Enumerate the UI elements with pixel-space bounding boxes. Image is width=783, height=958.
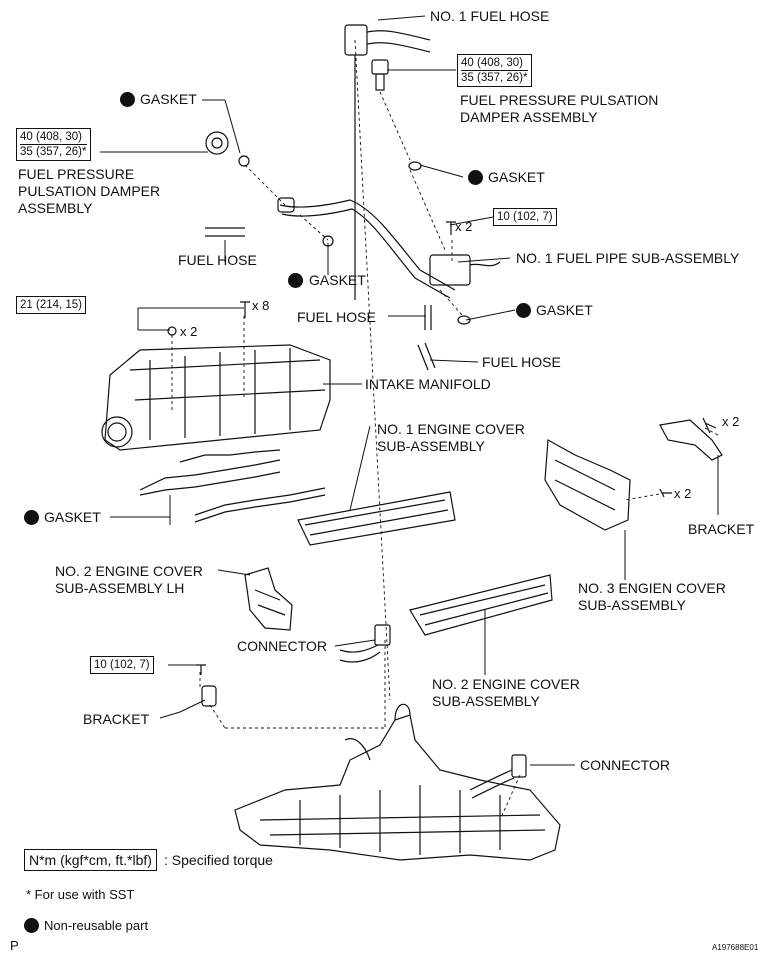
no2-engine-cover-shape [409,574,553,636]
damper-top-shape [371,59,389,91]
gaskets [322,161,471,325]
label-gasket-1: GASKET [140,91,197,107]
label-damper-left-2: PULSATION DAMPER [18,183,161,199]
torque-row: 21 (214, 15) [20,299,83,311]
nonreusable-dot [288,273,303,288]
bolts [167,221,717,675]
label-no2-engine-cover-2: SUB-ASSEMBLY [432,693,540,709]
bracket-left-shape [201,685,217,707]
label-connector-2: CONNECTOR [580,757,670,773]
mult-manifold-nut: x 2 [180,324,198,339]
footer-left-code: P [10,938,19,953]
torque-row: 40 (408, 30) [20,131,83,143]
no3-engine-cover-shape [544,439,631,531]
label-no3-engine-cover-1: NO. 3 ENGIEN COVER [578,580,726,596]
label-fuel-hose-mid: FUEL HOSE [297,309,376,325]
label-damper-left-1: FUEL PRESSURE [18,166,135,182]
label-damper-top-2: DAMPER ASSEMBLY [460,109,598,125]
manifold-gaskets [139,449,326,523]
torque-row: 10 (102, 7) [94,659,150,671]
label-fuel-hose-right: FUEL HOSE [482,354,561,370]
label-bracket-right: BRACKET [688,521,755,537]
legend-torque-text: : Specified torque [164,852,273,868]
legend-sst-note: * For use with SST [26,887,135,902]
torque-row: 40 (408, 30) [461,57,524,69]
torque-row: 35 (357, 26)* [20,144,87,158]
label-gasket-5: GASKET [44,509,101,525]
connector-shapes [339,624,527,799]
mult-manifold-bolt: x 8 [252,298,270,313]
leader-lines [100,15,719,766]
label-no2-engine-cover-lh-2: SUB-ASSEMBLY LH [55,580,185,596]
mult-cover3-bolt: x 2 [674,486,692,501]
engine-block-shape [234,703,561,861]
fuel-hose-ends [205,227,436,371]
mult-pipe-bolt: x 2 [455,219,473,234]
label-intake-manifold: INTAKE MANIFOLD [365,376,491,392]
torque-damper-left: 40 (408, 30) 35 (357, 26)* [16,128,91,161]
label-no2-engine-cover-lh-1: NO. 2 ENGINE COVER [55,563,203,579]
label-gasket-2: GASKET [488,169,545,185]
no1-engine-cover-shape [297,491,456,546]
label-no1-fuel-hose: NO. 1 FUEL HOSE [430,8,550,24]
label-damper-left-3: ASSEMBLY [18,200,93,216]
torque-bracket: 10 (102, 7) [90,656,154,674]
label-connector-1: CONNECTOR [237,638,327,654]
nonreusable-dot [120,92,135,107]
torque-manifold: 21 (214, 15) [16,296,87,314]
nonreusable-dot [516,303,531,318]
no2-engine-cover-lh-shape [244,567,293,631]
legend-nonreusable-dot [24,918,39,933]
legend-torque-box: N*m (kgf*cm, ft.*lbf) [24,849,157,871]
nonreusable-dot [24,510,39,525]
mult-bracket-right-bolt: x 2 [722,414,740,429]
label-damper-top-1: FUEL PRESSURE PULSATION [460,92,659,108]
torque-row: 10 (102, 7) [497,211,553,223]
label-fuel-hose-left: FUEL HOSE [178,252,257,268]
damper-left-shape [205,131,250,167]
dashed-guides [171,39,719,821]
legend-nonreusable-text: Non-reusable part [44,918,149,933]
torque-pipe-bolt: 10 (102, 7) [493,208,557,226]
nonreusable-dot [468,170,483,185]
no1-fuel-hose-shape [344,24,431,300]
torque-damper-top: 40 (408, 30) 35 (357, 26)* [457,54,532,87]
footer-right-code: A197688E01 [712,943,759,952]
label-no1-fuel-pipe: NO. 1 FUEL PIPE SUB-ASSEMBLY [516,250,740,266]
fuel-pipe-shape [277,197,501,299]
label-no1-engine-cover-1: NO. 1 ENGINE COVER [377,421,525,437]
label-bracket-left: BRACKET [83,711,150,727]
label-gasket-3: GASKET [309,272,366,288]
torque-row: 35 (357, 26)* [461,70,528,84]
bracket-right-shape [659,419,723,461]
label-no1-engine-cover-2: SUB-ASSEMBLY [377,438,485,454]
label-gasket-4: GASKET [536,302,593,318]
label-no3-engine-cover-2: SUB-ASSEMBLY [578,597,686,613]
intake-manifold-shape [101,344,331,451]
label-no2-engine-cover-1: NO. 2 ENGINE COVER [432,676,580,692]
